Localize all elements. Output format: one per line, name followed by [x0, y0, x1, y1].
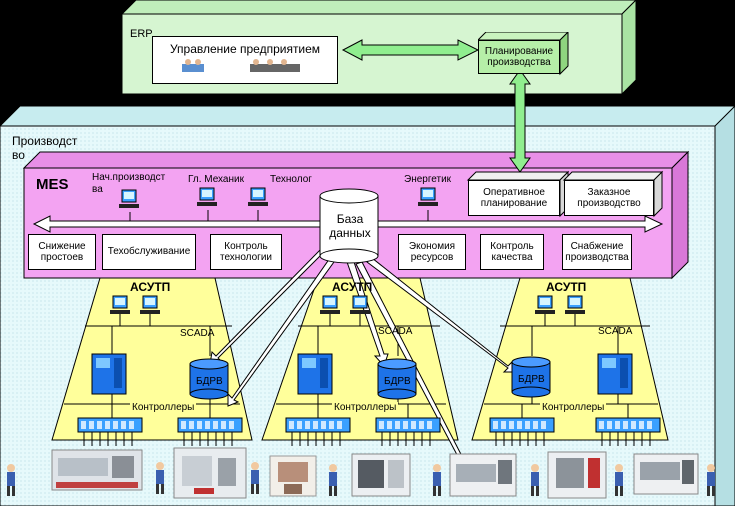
asutp-title-1: АСУТП — [130, 280, 171, 294]
module-operative-label-1: Оперативное — [483, 186, 545, 198]
role-head-2: ва — [92, 184, 103, 195]
role-technologist: Технолог — [270, 174, 312, 185]
scada-label-2: SCADA — [378, 326, 413, 337]
management-box: Управление предприятием — [152, 36, 338, 84]
mes-role-lines — [129, 210, 429, 221]
module-downtime-label-2: простоев — [40, 252, 84, 263]
role-mechanic: Гл. Механик — [188, 174, 244, 185]
planning-label-2: производства — [487, 57, 551, 68]
module-custom-label-1: Заказное — [587, 186, 631, 198]
asutp-trapezoids — [51, 277, 669, 441]
controllers-label-3: Контроллеры — [540, 402, 607, 413]
machines-row — [7, 447, 715, 499]
module-resource-label-2: ресурсов — [410, 252, 454, 263]
bdrv-label-2: БДРВ — [384, 376, 411, 387]
planning-box: Планирование производства — [478, 40, 560, 74]
database-label: База данных — [322, 212, 378, 241]
module-supply-label-1: Снабжение — [570, 240, 624, 252]
module-supply-label-2: производства — [565, 252, 629, 263]
module-resource-label-1: Экономия — [408, 240, 456, 252]
module-downtime-label-1: Снижение — [38, 240, 86, 252]
controllers-label-1: Контроллеры — [130, 402, 197, 413]
module-quality-label-1: Контроль — [490, 240, 534, 252]
controllers-label-2: Контроллеры — [332, 402, 399, 413]
module-maintenance: Техобслуживание — [102, 234, 196, 270]
role-energetic: Энергетик — [404, 174, 452, 185]
scada-label-1: SCADA — [180, 328, 215, 339]
management-figures — [180, 58, 310, 74]
module-technology-label-1: Контроль — [224, 240, 268, 252]
people-icon — [182, 59, 300, 72]
bdrv-label-3: БДРВ — [518, 374, 545, 385]
bdrv-cylinders — [189, 356, 551, 400]
scada-workstations — [110, 295, 585, 314]
production-label-2: во — [12, 148, 25, 162]
database-label-2: данных — [329, 226, 371, 241]
production-label-1: Производст — [12, 134, 78, 148]
module-custom-label-2: производство — [577, 198, 641, 209]
module-custom: Заказное производство — [564, 180, 654, 216]
bdrv-label-1: БДРВ — [196, 376, 223, 387]
management-label: Управление предприятием — [169, 42, 321, 56]
module-operative-label-2: планирование — [480, 198, 548, 209]
controller-racks — [77, 417, 661, 433]
module-technology-label-2: технологии — [219, 252, 272, 263]
module-maintenance-label: Техобслуживание — [107, 246, 191, 258]
role-head-1: Нач.производст — [92, 172, 166, 183]
module-operative: Оперативное планирование — [468, 180, 560, 216]
mes-workstations — [119, 187, 438, 208]
module-quality-label-2: качества — [491, 252, 533, 263]
asutp-title-2: АСУТП — [332, 280, 373, 294]
scada-label-3: SCADA — [598, 326, 633, 337]
planning-box-top — [478, 32, 568, 41]
controller-wires — [83, 432, 651, 446]
database-label-1: База — [336, 212, 364, 226]
erp-label: ERP — [130, 28, 153, 40]
planning-label-1: Планирование — [484, 45, 554, 57]
asutp-title-3: АСУТП — [546, 280, 587, 294]
mes-label: MES — [36, 176, 69, 193]
database-cylinder — [319, 188, 379, 264]
server-towers — [91, 353, 633, 395]
